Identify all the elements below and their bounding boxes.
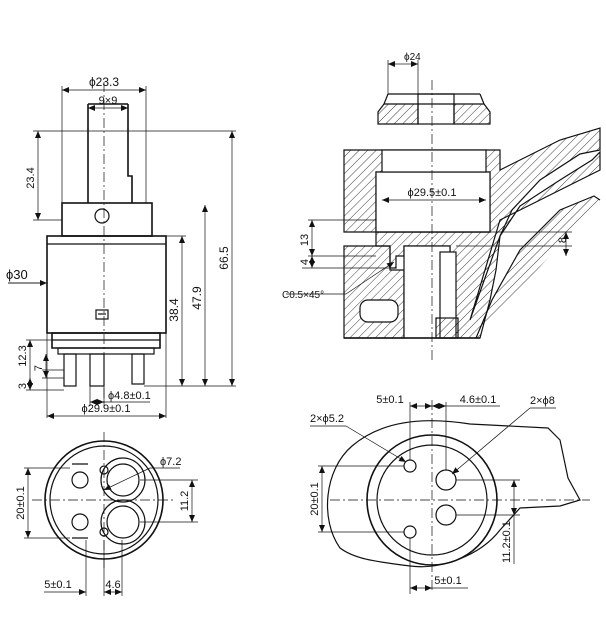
dim-3: 3 — [17, 383, 29, 389]
dim-d29-5: ϕ29.5±0.1 — [408, 187, 457, 199]
cartridge-side-view: ϕ23.3 9×9 23.4 ϕ30 66.5 47.9 38.4 12.3 7… — [6, 75, 236, 419]
dim-9x9: 9×9 — [99, 95, 118, 107]
dim-holes-5-2: 2×ϕ5.2 — [310, 413, 344, 425]
dim-top-5: 5±0.1 — [376, 394, 403, 406]
dim-13: 13 — [299, 234, 311, 246]
dim-d23-3: ϕ23.3 — [89, 75, 119, 89]
dim-66-5: 66.5 — [217, 246, 231, 270]
dim-top-4-6: 4.6±0.1 — [460, 394, 497, 406]
dim-chamfer: C0.5×45° — [282, 290, 324, 301]
dim-8: 8 — [557, 237, 569, 243]
dim-d7-2: ϕ7.2 — [160, 456, 181, 468]
dim-holes-8: 2×ϕ8 — [530, 395, 555, 407]
dim-5: 5±0.1 — [44, 579, 71, 591]
housing-section-view: ϕ24 ϕ29.5±0.1 13 4 8 C0.5×45° — [282, 52, 601, 360]
dim-11-2: 11.2 — [179, 491, 191, 512]
dim-47-9: 47.9 — [190, 286, 204, 310]
housing-bottom-view: 5±0.1 4.6±0.1 2×ϕ8 2×ϕ5.2 20±0.1 11.2±0.… — [309, 394, 590, 594]
dim-d30: ϕ30 — [6, 267, 28, 282]
dim-20: 20±0.1 — [15, 486, 27, 520]
dim-r11-2: 11.2±0.1 — [501, 521, 513, 563]
dim-38-4: 38.4 — [167, 298, 181, 322]
dim-7: 7 — [33, 365, 45, 371]
dim-d29-9: ϕ29.9±0.1 — [82, 403, 131, 415]
dim-4-6: 4.6 — [105, 579, 120, 591]
dim-d24: ϕ24 — [404, 52, 421, 63]
dim-4: 4 — [299, 259, 311, 265]
cartridge-bottom-view: 20±0.1 11.2 ϕ7.2 5±0.1 4.6 — [15, 432, 198, 596]
dim-r20: 20±0.1 — [309, 482, 321, 516]
dim-d4-8: ϕ4.8±0.1 — [108, 390, 151, 402]
dim-r5: 5±0.1 — [434, 575, 461, 587]
dim-12-3: 12.3 — [17, 345, 29, 366]
dim-23-4: 23.4 — [25, 167, 37, 188]
